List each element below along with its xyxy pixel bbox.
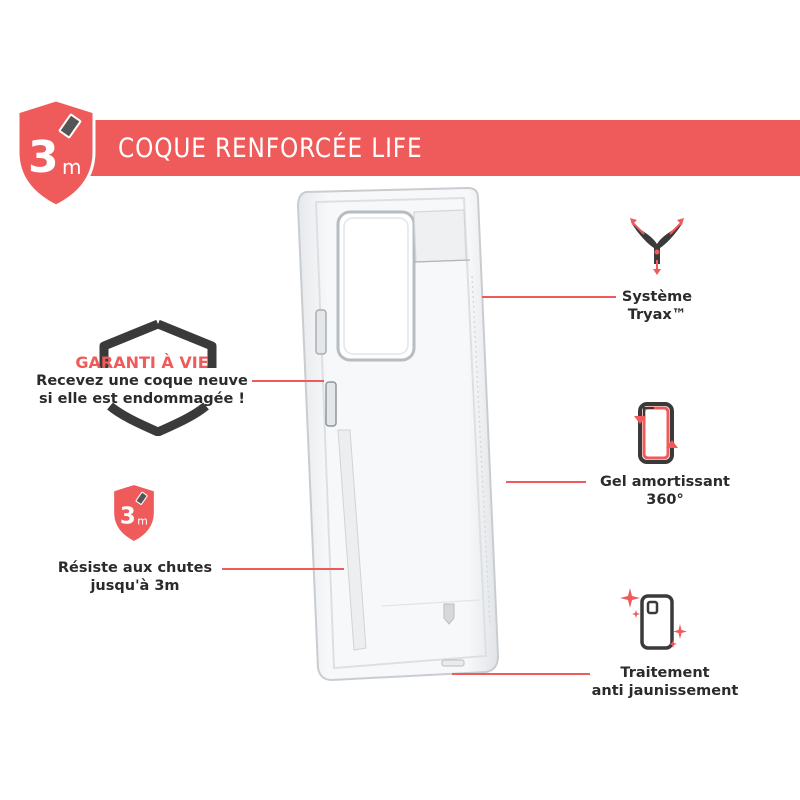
anti-yellowing-icon	[620, 588, 687, 650]
tryax-line2: Tryax™	[627, 307, 687, 323]
yellowing-text: Traitement anti jaunissement	[580, 664, 750, 700]
gel-line2: 360°	[646, 492, 684, 508]
drop-line1: Résiste aux chutes	[57, 560, 213, 576]
tryax-text: Système Tryax™	[592, 288, 722, 324]
yellowing-line1: Traitement	[620, 665, 710, 681]
banner-badge-number: 3	[28, 132, 59, 183]
guarantee-shield-icon	[99, 319, 217, 436]
connector-line-yellowing	[452, 673, 590, 675]
tryax-line1: Système	[621, 289, 693, 305]
shock-absorbing-gel-icon	[634, 402, 678, 464]
clear-phone-case-image	[296, 186, 500, 682]
guarantee-line2: si elle est endommagée !	[39, 391, 245, 407]
tryax-system-icon	[630, 218, 684, 275]
yellowing-line2: anti jaunissement	[591, 683, 739, 699]
gel-line1: Gel amortissant	[600, 474, 730, 490]
connector-line-gel	[506, 481, 586, 483]
banner-badge-unit: m	[62, 155, 81, 179]
drop-line2: jusqu'à 3m	[90, 578, 180, 594]
gel-text: Gel amortissant 360°	[580, 473, 750, 509]
guarantee-text: GARANTI À VIE Recevez une coque neuve si…	[32, 354, 252, 408]
connector-line-tryax	[482, 296, 616, 298]
guarantee-heading: GARANTI À VIE	[75, 353, 209, 372]
drop-3m-shield-icon: 3 m	[16, 98, 96, 208]
connector-line-guarantee	[252, 380, 324, 382]
drop-text: Résiste aux chutes jusqu'à 3m	[50, 559, 220, 595]
title-banner	[62, 120, 800, 176]
connector-line-drop	[222, 568, 344, 570]
drop-badge-unit: m	[137, 514, 148, 527]
banner-title: COQUE RENFORCÉE LIFE	[118, 133, 423, 164]
guarantee-line1: Recevez une coque neuve	[36, 373, 248, 389]
drop-badge-number: 3	[120, 503, 136, 529]
drop-3m-small-shield-icon: 3 m	[112, 483, 156, 543]
